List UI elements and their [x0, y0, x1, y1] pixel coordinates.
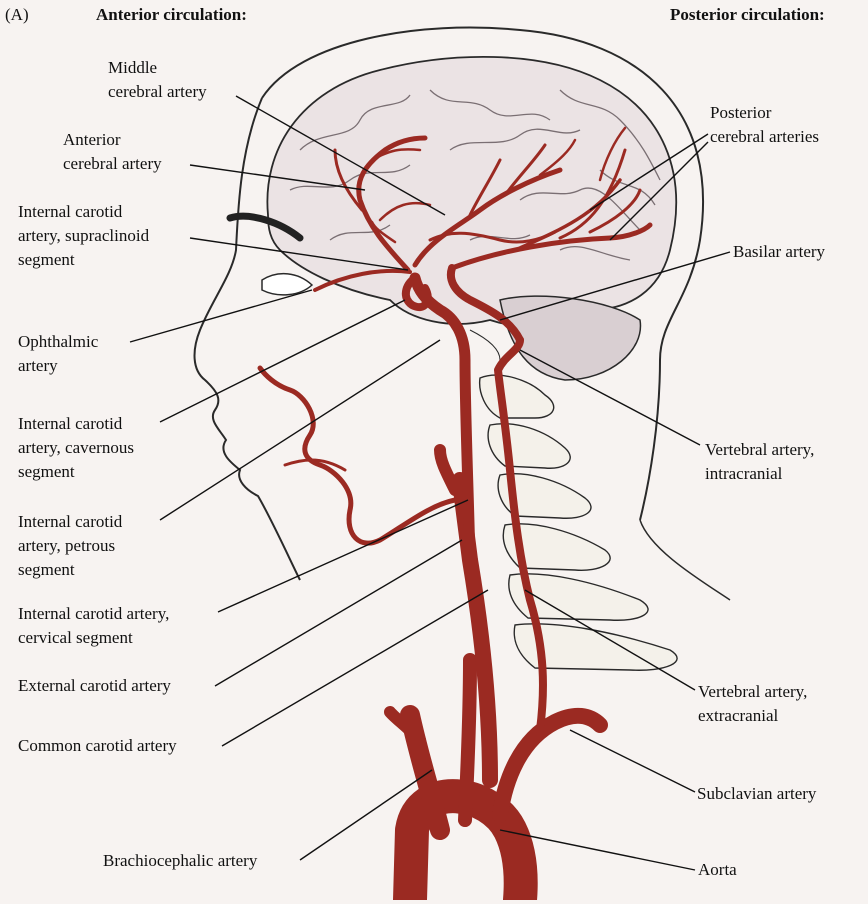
facial-artery-shape [257, 365, 458, 546]
ophthalmic-shape [313, 268, 412, 292]
leader-subclavian [569, 729, 696, 793]
anterior-circulation-header: Anterior circulation: [96, 5, 247, 24]
external-carotid-shape [434, 444, 461, 496]
leader-ica-supraclinoid [189, 237, 409, 271]
vertebral-shape [494, 336, 547, 734]
posterior-circulation-header: Posterior circulation: [670, 5, 825, 24]
label-common-carotid-artery: Common carotid artery [18, 736, 177, 755]
head-outline [261, 26, 705, 521]
label-middle-cerebral-artery: Middle cerebral artery [108, 58, 207, 101]
leader-brachiocephalic [299, 769, 433, 861]
left-common-carotid-shape [458, 653, 477, 827]
carotid-siphon-shape [401, 274, 432, 311]
middle-cerebral-shape [412, 167, 563, 268]
leader-anterior-cerebral [189, 164, 366, 191]
label-anterior-cerebral-artery: Anterior cerebral artery [63, 130, 162, 173]
arteries [257, 126, 653, 904]
basilar-shape [447, 264, 524, 344]
leader-ica-petrous [159, 339, 441, 521]
label-ica-cavernous: Internal carotid artery, cavernous segme… [18, 414, 134, 481]
label-brachiocephalic-artery: Brachiocephalic artery [103, 851, 258, 870]
leader-vertebral-extracranial [524, 589, 696, 691]
label-aorta: Aorta [698, 860, 737, 879]
leader-lines [129, 95, 731, 871]
leader-vertebral-intracranial [519, 349, 701, 446]
label-ica-petrous: Internal carotid artery, petrous segment [18, 512, 123, 579]
brain-gyri [289, 89, 661, 261]
leader-ophthalmic [129, 289, 313, 343]
left-subclavian-shape [492, 707, 608, 823]
label-vertebral-intracranial: Vertebral artery, intracranial [705, 440, 815, 483]
figure-tag: (A) [5, 5, 29, 24]
leader-external-carotid [214, 539, 463, 687]
cervical-spine [478, 374, 678, 671]
right-subclavian-shape [384, 706, 426, 746]
label-external-carotid-artery: External carotid artery [18, 676, 171, 695]
label-subclavian-artery: Subclavian artery [697, 784, 817, 803]
cerebellum [499, 295, 642, 381]
back-of-neck-outline [639, 519, 731, 601]
label-ophthalmic-artery: Ophthalmic artery [18, 332, 99, 375]
label-ica-supraclinoid: Internal carotid artery, supraclinoid se… [18, 202, 150, 269]
leader-common-carotid [221, 589, 489, 747]
leader-middle-cerebral [235, 95, 446, 216]
label-posterior-cerebral-arteries: Posterior cerebral arteries [710, 103, 819, 146]
leader-ica-cavernous [159, 299, 406, 423]
leader-posterior-cerebral-2 [609, 141, 709, 241]
label-basilar-artery: Basilar artery [733, 242, 826, 261]
leader-ica-cervical [217, 499, 469, 613]
brain [266, 56, 678, 328]
maxillary-branch-shape [283, 458, 347, 472]
posterior-cerebral-shape [449, 222, 653, 271]
face-outline [193, 97, 301, 581]
eyebrow [226, 212, 304, 242]
ear-region [469, 329, 501, 361]
leader-aorta [499, 829, 696, 871]
eye [261, 273, 314, 296]
leader-posterior-cerebral-1 [589, 133, 709, 211]
anterior-cerebral-shape [356, 135, 428, 273]
label-ica-cervical: Internal carotid artery, cervical segmen… [18, 604, 170, 647]
label-vertebral-extracranial: Vertebral artery, extracranial [698, 682, 808, 725]
leader-basilar [499, 251, 731, 321]
